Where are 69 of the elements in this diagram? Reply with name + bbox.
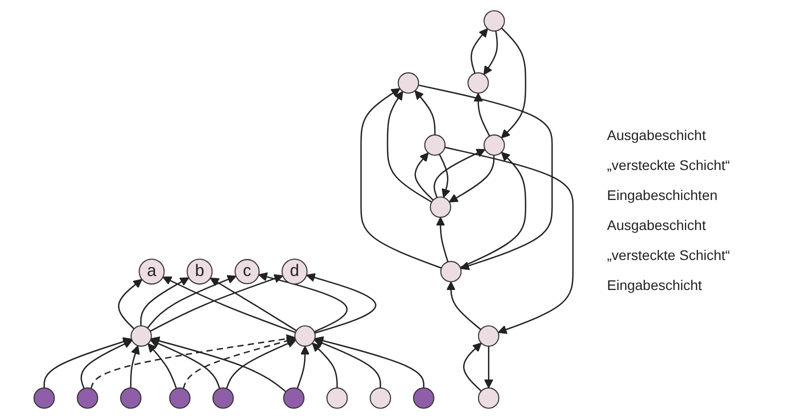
arrow: [414, 90, 436, 135]
arrow: [258, 272, 348, 332]
arrow: [162, 276, 296, 334]
arrow: [314, 338, 382, 388]
layer-label: „versteckte Schicht“: [607, 156, 731, 172]
arrow: [210, 278, 297, 332]
arrow: [150, 339, 220, 389]
arrow: [434, 148, 486, 198]
node-circle: [130, 325, 152, 347]
arrow: [148, 343, 178, 389]
arrow: [360, 88, 442, 269]
node-circle: [212, 387, 234, 409]
node-circle: a: [138, 258, 165, 285]
node-circle: [430, 196, 452, 218]
arrow: [483, 30, 498, 75]
arrow: [460, 152, 526, 268]
node-circle: [120, 387, 142, 409]
arrow: [118, 278, 142, 330]
arrow: [296, 346, 310, 389]
node-circle: c: [234, 259, 260, 284]
arrow: [436, 216, 449, 262]
arrow: [446, 281, 482, 330]
layer-label: Eingabeschichten: [607, 186, 719, 202]
node-circle: [424, 134, 446, 156]
arrow: [500, 28, 526, 138]
arrow: [414, 152, 434, 201]
arrow: [448, 155, 495, 202]
node-circle: [484, 10, 505, 32]
node-circle: [468, 72, 489, 94]
arrow: [140, 277, 190, 326]
arrow: [130, 345, 140, 388]
node-circle: b: [186, 258, 213, 285]
layer-label: Ausgabeschicht: [607, 216, 707, 232]
node-circle: [294, 325, 316, 347]
arrow: [418, 84, 553, 270]
arrow: [312, 342, 338, 388]
node-circle: [370, 387, 392, 409]
arrow: [80, 340, 132, 389]
arrow: [226, 339, 296, 389]
node-circle: [484, 134, 505, 156]
node-circle: [398, 72, 420, 94]
arrow: [463, 342, 482, 392]
node-circle: [413, 387, 434, 409]
arrow: [147, 275, 236, 328]
node-circle: [478, 325, 500, 347]
layer-label: Eingabeschicht: [607, 276, 703, 292]
node-circle: [326, 387, 348, 409]
arrow: [90, 334, 296, 389]
arrow: [150, 336, 286, 392]
node-circle: [169, 387, 191, 409]
arrow: [438, 154, 450, 198]
node-circle: d: [282, 258, 308, 285]
arrow: [44, 337, 132, 388]
arrow: [306, 273, 376, 334]
arrow: [444, 146, 574, 334]
arrow: [474, 92, 490, 136]
layer-label: „versteckte Schicht“: [607, 246, 731, 262]
arrow: [484, 346, 494, 388]
arrow: [470, 28, 488, 74]
arrow: [182, 336, 296, 389]
node-circle: [440, 260, 462, 282]
arrow: [314, 336, 424, 388]
node-circle: [76, 387, 98, 409]
node-circle: [478, 387, 500, 409]
layer-label: Ausgabeschicht: [607, 126, 707, 142]
node-circle: [283, 387, 304, 409]
arrow: [150, 274, 284, 332]
node-circle: [34, 387, 55, 409]
arrow: [386, 91, 432, 203]
